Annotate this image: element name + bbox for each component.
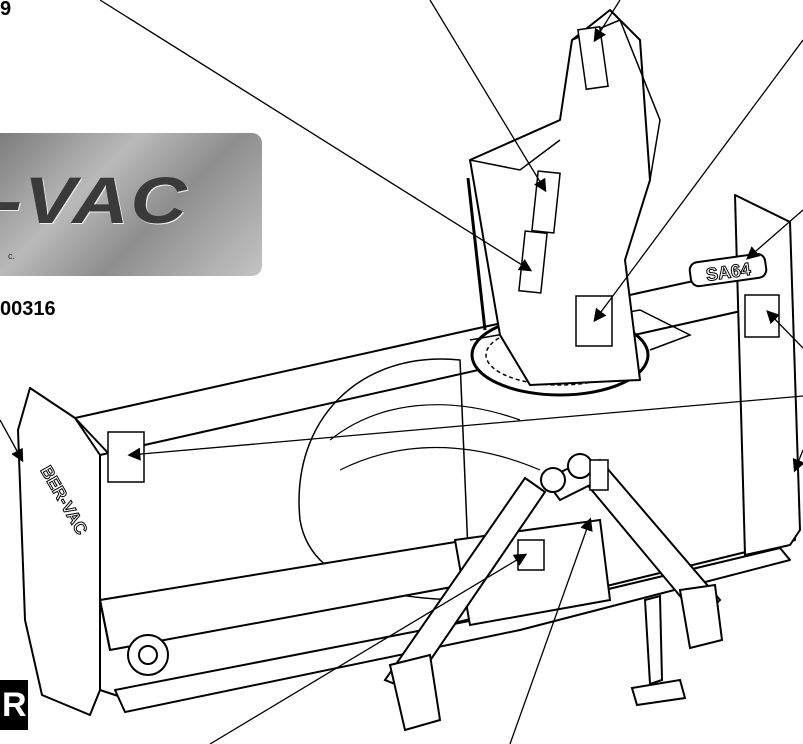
model-badge-plate	[688, 252, 768, 288]
leader-line-11	[509, 517, 593, 744]
right-pin-plate	[678, 583, 724, 650]
leader-line-5	[746, 209, 803, 260]
decal-driveline	[517, 539, 545, 571]
brand-logo-text: -VAC	[0, 162, 189, 238]
right-side-panel	[734, 194, 801, 556]
part-number-label: 00316	[0, 298, 56, 320]
left-side-panel	[17, 387, 101, 716]
callout-number-top-left: 9	[0, 0, 12, 20]
decal-right-panel	[744, 294, 780, 338]
leader-line-10	[209, 553, 528, 744]
lower-pin-plate	[388, 653, 442, 732]
decal-chute-top	[577, 25, 609, 91]
auger-impeller	[329, 404, 541, 471]
jack-stand	[643, 594, 664, 686]
leader-line-7	[127, 395, 803, 461]
leader-line-1	[99, 0, 533, 272]
hitch-pivot	[540, 467, 566, 493]
chute-control-rod	[466, 177, 487, 331]
leader-line-4	[593, 39, 803, 323]
brand-logo-suffix: c.	[8, 251, 16, 261]
brand-logo: -VAC c.	[0, 133, 262, 276]
decal-front-left	[107, 431, 145, 483]
brand-mark-badge: R	[0, 680, 28, 730]
leader-line-6	[766, 310, 803, 349]
leader-line-3	[593, 0, 621, 43]
leader-line-2	[429, 0, 547, 193]
leader-line-9	[792, 449, 803, 473]
decal-gearbox	[589, 459, 609, 491]
leader-line-8	[0, 419, 24, 463]
